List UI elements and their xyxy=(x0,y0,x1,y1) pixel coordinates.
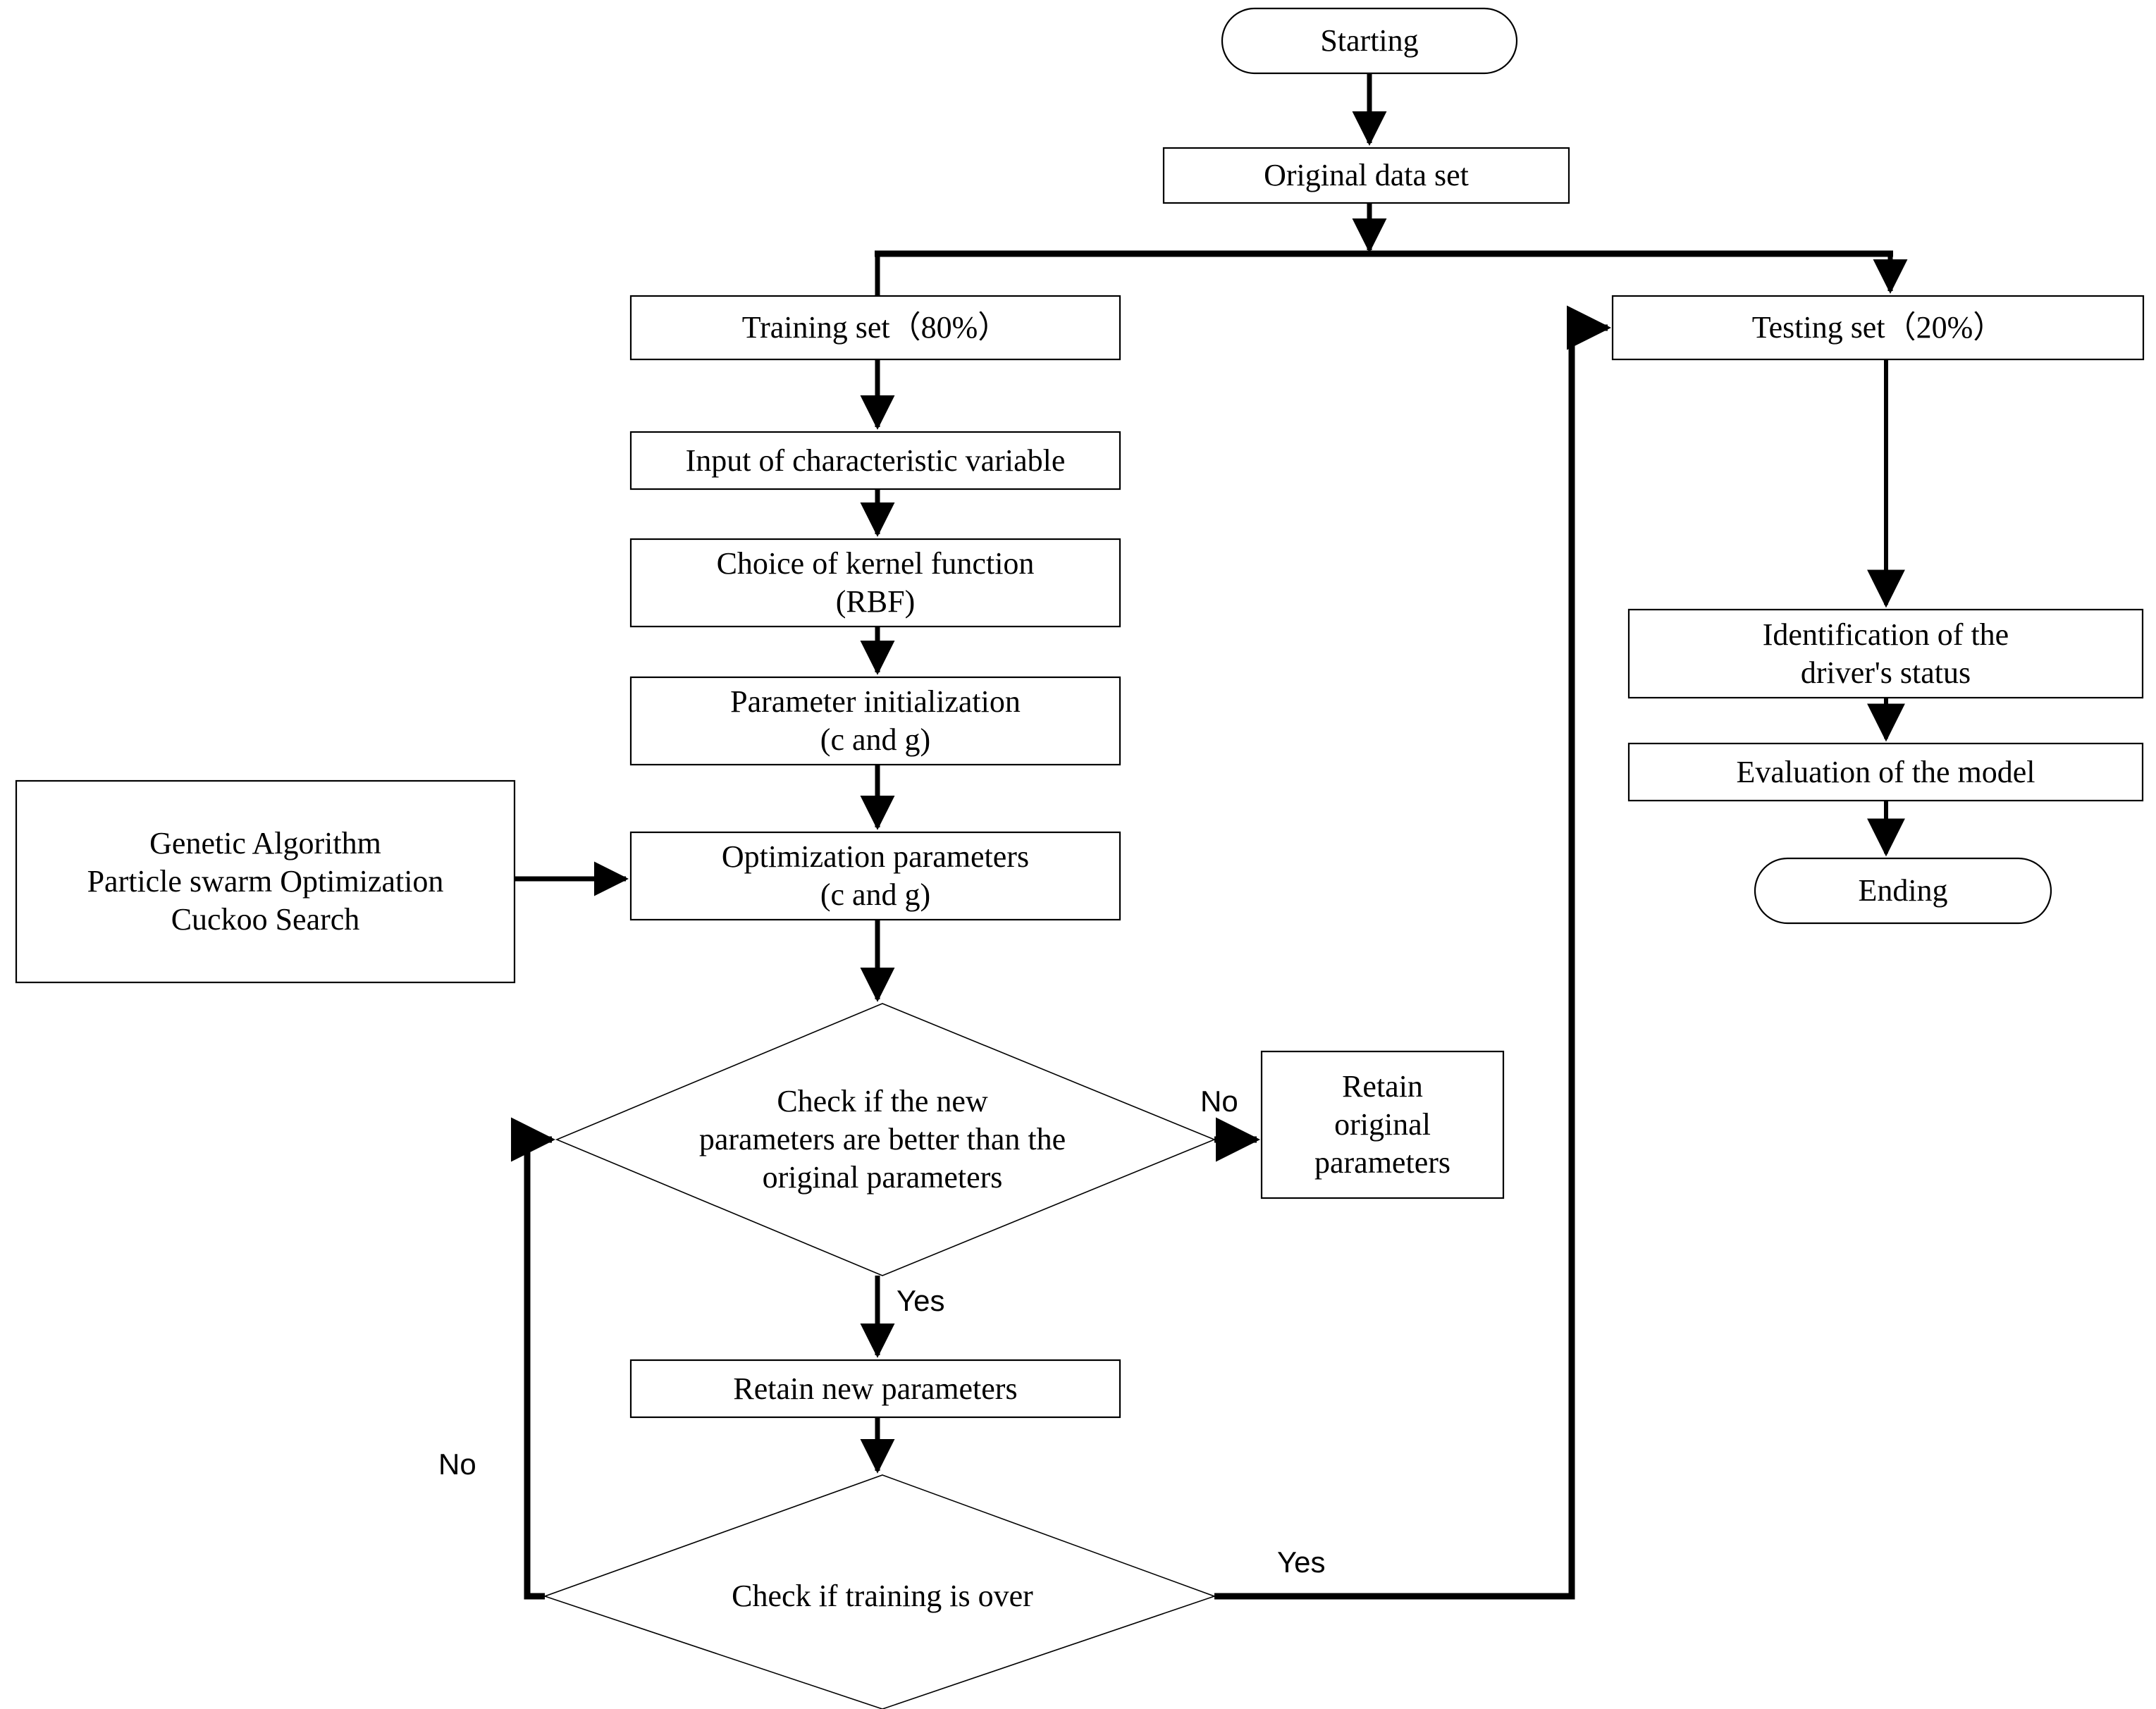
shape-original-data-set xyxy=(1162,147,1570,204)
shape-ending xyxy=(1754,857,2052,925)
shape-identification xyxy=(1627,608,2144,699)
edge-check-training-no-loop xyxy=(511,1117,556,1600)
shape-check-training-over xyxy=(543,1474,1216,1709)
shape-training-set xyxy=(629,295,1121,361)
shape-starting xyxy=(1221,7,1518,75)
shape-input-characteristic xyxy=(629,431,1121,491)
shape-optimization-parameters xyxy=(629,831,1121,921)
edge-label-check-new-no: No xyxy=(1200,1085,1238,1118)
edge-label-check-new-yes: Yes xyxy=(897,1284,945,1317)
shape-check-new-params xyxy=(555,1003,1216,1276)
shape-retain-original xyxy=(1260,1050,1505,1199)
edge-label-check-training-no: No xyxy=(438,1448,476,1481)
shape-retain-new xyxy=(629,1359,1121,1419)
edge-label-check-training-yes: Yes xyxy=(1277,1545,1326,1579)
edge-check-training-yes-to-testing xyxy=(1214,305,1612,1600)
shape-parameter-init xyxy=(629,676,1121,766)
shape-testing-set xyxy=(1611,295,2145,361)
shape-algorithms xyxy=(15,779,516,984)
shape-evaluation xyxy=(1627,742,2144,802)
shape-kernel-choice xyxy=(629,538,1121,628)
